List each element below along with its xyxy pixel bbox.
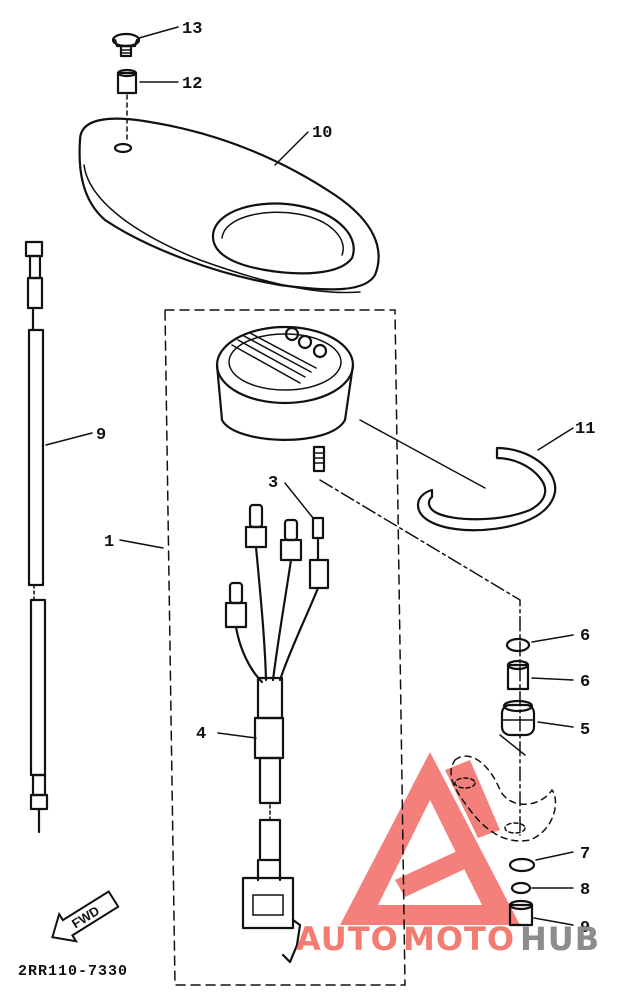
callout-6-top: 6 <box>580 627 590 646</box>
part-13-screw <box>111 32 141 58</box>
drawing-code: 2RR110-7330 <box>18 963 128 980</box>
part-8-nut <box>508 899 534 927</box>
part-6-washer-bottom <box>508 857 536 873</box>
meter-assembly <box>215 325 355 473</box>
callout-13: 13 <box>182 20 202 39</box>
centerline-mount-stud <box>319 479 521 836</box>
part-10-meter-panel <box>78 117 380 294</box>
callout-10: 10 <box>312 124 332 143</box>
part-2-bulb-sockets <box>224 503 330 629</box>
callout-4: 5 <box>580 721 590 740</box>
bracket-reference <box>450 755 557 842</box>
part-11-clamp-ring <box>416 446 557 532</box>
fwd-arrow-icon: FWD <box>51 890 120 943</box>
callout-7: 8 <box>580 881 590 900</box>
callout-8: 9 <box>580 919 590 938</box>
callout-11: 11 <box>575 420 595 439</box>
wire-harness <box>234 536 320 964</box>
callout-9: 9 <box>96 426 106 445</box>
callout-12: 12 <box>182 75 202 94</box>
leader-meter-to-clamp <box>359 419 486 489</box>
part-6-washer-top <box>505 637 531 653</box>
callout-6-bottom: 7 <box>580 845 590 864</box>
watermark-word-auto: AUTO <box>296 920 399 958</box>
watermark-triangle-bar <box>395 845 480 897</box>
part-9-meter-cable <box>24 240 49 834</box>
callout-5: 6 <box>580 673 590 692</box>
callout-2: 3 <box>268 474 278 493</box>
callout-1: 1 <box>104 533 114 552</box>
watermark-word-hub: HUB <box>520 920 600 958</box>
part-12-collar <box>116 68 138 141</box>
part-5-collar <box>506 659 530 691</box>
part-4-grommet <box>500 699 536 737</box>
assembly-1-boundary <box>164 309 406 986</box>
watermark-wordmark: AUTO MOTO HUB <box>296 920 600 958</box>
callout-3: 4 <box>196 725 206 744</box>
watermark-word-moto: MOTO <box>403 920 515 958</box>
watermark-logo <box>340 752 520 925</box>
part-7-spring-washer <box>510 881 532 895</box>
